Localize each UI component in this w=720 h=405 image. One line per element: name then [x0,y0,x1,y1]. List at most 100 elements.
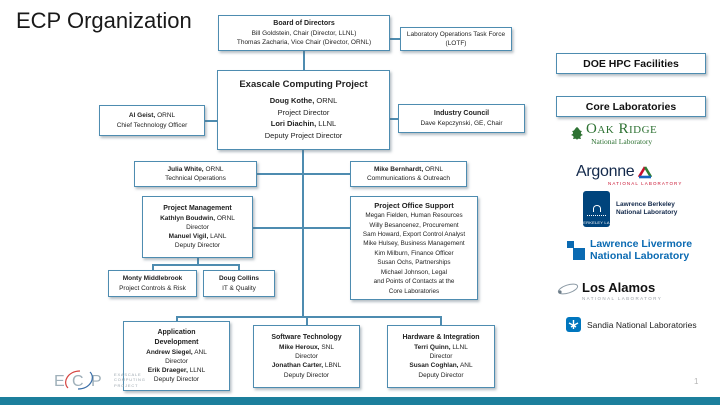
connector-line [257,173,303,175]
member-line: Jonathan Carter, LBNL [271,362,342,370]
member-line: Bill Goldstein, Chair (Director, LLNL) [251,29,357,37]
lab-badge-text: BERKELEY LAB [580,220,613,225]
box-title: Industry Council [433,109,490,117]
lab-name: Los Alamos [582,280,656,295]
box-title: Project Management [163,204,232,212]
connector-line [197,258,199,265]
logo-caption-line: COMPUTING [114,377,146,383]
member-line: Susan Coghlan, ANL [409,362,473,370]
connector-line [304,227,350,229]
ecp-logo: E C P EXASCALE COMPUTING PROJECT [52,367,146,393]
application-development-box: Application Development Andrew Siegel, A… [123,321,230,391]
lab-subtitle: NATIONAL LABORATORY [608,181,683,186]
connector-line [152,264,240,266]
member-line: Michael Johnson, Legal [380,268,448,276]
page-title: ECP Organization [16,8,192,33]
svg-text:P: P [91,373,102,390]
core-laboratories-header: Core Laboratories [556,96,706,117]
hardware-integration-box: Hardware & Integration Terri Quinn, LLNL… [387,325,495,388]
connector-line [390,38,400,40]
connector-line [440,316,442,325]
industry-council-box: Industry Council Dave Kepczynski, GE, Ch… [398,104,525,133]
ecp-logo-mark: E C P [54,370,102,390]
box-title: Board of Directors [273,19,335,27]
page-number: 1 [694,377,699,386]
oak-ridge-logo: Oak Ridge National Laboratory [569,122,657,146]
member-line: Terri Quinn, LLNL [414,344,468,352]
project-office-support-box: Project Office Support Megan Fielden, Hu… [350,196,478,300]
connector-line [304,173,350,175]
connector-line [176,316,441,318]
lab-name: Sandia National Laboratories [587,319,697,330]
role-line: Deputy Director [418,371,464,379]
box-title: Laboratory Operations Task Force (LOTF) [406,30,506,47]
box-title: Project Office Support [374,200,454,210]
connector-line [303,51,305,70]
lab-name: National Laboratory [590,249,690,262]
argonne-logo: Argonne NATIONAL LABORATORY [576,163,683,187]
los-alamos-logo: Los Alamos NATIONAL LABORATORY [556,281,662,301]
box-title: Software Technology [271,334,342,342]
it-quality-box: Doug Collins IT & Quality [203,270,275,297]
role-line: Technical Operations [165,175,226,182]
member-line: Mike Bernhardt, ORNL [374,165,443,173]
llnl-squares-icon [567,241,585,261]
connector-line [152,264,154,270]
lotf-box: Laboratory Operations Task Force (LOTF) [400,27,512,51]
role-line: Director [295,353,318,361]
lab-name: Argonne [576,163,635,180]
member-line: Mike Heroux, SNL [279,344,334,352]
member-line: Julia White, ORNL [167,165,224,173]
role-line: IT & Quality [222,284,256,292]
berkeley-badge-icon: BERKELEY LAB [580,191,613,227]
role-line: Deputy Director [153,376,200,384]
box-title: Development [154,338,199,346]
role-line: Director [165,357,188,365]
software-technology-box: Software Technology Mike Heroux, SNL Dir… [253,325,360,388]
member-line: Kathlyn Boudwin, ORNL [160,214,235,222]
member-line: Dave Kepczynski, GE, Chair [420,119,503,127]
connector-line [253,227,303,229]
oak-leaf-icon [571,126,583,140]
member-line: Manuel Vigil, LANL [168,232,227,240]
communications-outreach-box: Mike Bernhardt, ORNL Communications & Ou… [350,161,467,187]
berkeley-lab-logo: BERKELEY LAB Lawrence Berkeley National … [580,191,677,227]
lab-name: Lawrence Livermore [590,238,693,250]
member-line: Core Laboratories [388,287,440,295]
role-line: Project Controls & Risk [119,284,186,292]
connector-line [205,120,217,122]
exascale-computing-project-box: Exascale Computing Project Doug Kothe, O… [217,70,390,150]
role-line: Deputy Director [174,242,221,250]
cto-box: Al Geist, ORNL Chief Technology Officer [99,105,205,136]
svg-text:C: C [72,373,84,390]
connector-line [238,264,240,270]
box-title: Application [157,328,196,336]
member-line: Susan Ochs, Partnerships [377,259,451,267]
role-line: Director [186,223,209,231]
lab-subtitle: NATIONAL LABORATORY [582,296,663,301]
member-line: Willy Besancenez, Procurement [369,221,459,229]
box-title: Hardware & Integration [402,334,480,342]
member-line: Andrew Siegel, ANL [146,348,207,356]
lab-name: Oak Ridge [586,121,658,137]
bottom-accent-bar [0,397,720,405]
member-line: Lori Diachin, LLNL [270,119,337,129]
argonne-triangle-icon [638,166,653,179]
role-line: Communications & Outreach [366,175,451,182]
board-of-directors-box: Board of Directors Bill Goldstein, Chair… [218,15,390,51]
logo-caption-line: PROJECT [114,382,139,388]
role-line: Chief Technology Officer [116,121,188,129]
box-title: Exascale Computing Project [239,79,368,91]
project-controls-risk-box: Monty Middlebrook Project Controls & Ris… [108,270,197,297]
atom-icon [557,283,579,295]
member-line: Al Geist, ORNL [128,112,176,120]
member-line: Doug Kothe, ORNL [269,96,338,106]
thunderbird-icon [566,317,581,332]
member-line: and Points of Contacts at the [373,278,455,286]
member-line: Megan Fielden, Human Resources [365,212,463,220]
member-line: Monty Middlebrook [122,275,183,283]
role-line: Director [429,353,453,361]
member-line: Doug Collins [218,275,260,283]
lab-subtitle: National Laboratory [591,137,653,146]
